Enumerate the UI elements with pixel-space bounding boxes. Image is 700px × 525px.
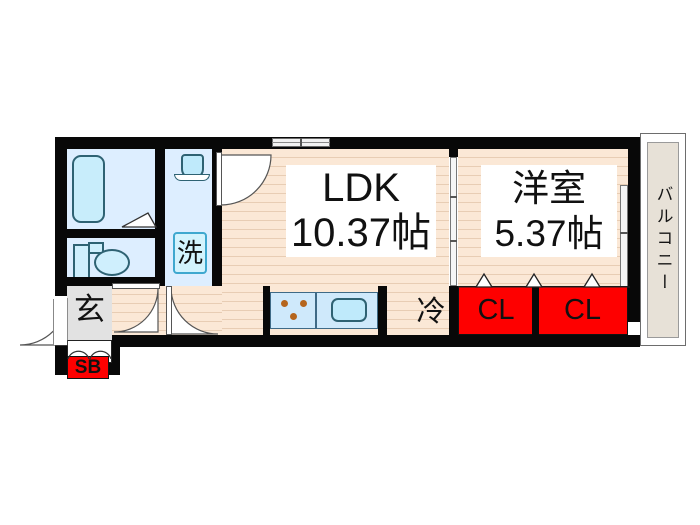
vanity-counter xyxy=(174,174,210,181)
refrigerator-label: 冷 xyxy=(416,295,446,328)
outer-wall-top xyxy=(55,137,640,149)
outer-wall-bottom xyxy=(120,335,640,347)
stove-burner-1 xyxy=(281,300,288,307)
wall-bath-washroom xyxy=(155,149,165,286)
toilet-door-leaf xyxy=(112,283,160,289)
wall-ldk-bedroom-top xyxy=(449,149,458,157)
ldk-size: 10.37帖 xyxy=(290,211,432,255)
kitchen-wall-right xyxy=(378,286,387,335)
bedroom-name-plate: 洋室 5.37帖 xyxy=(481,165,617,257)
bedroom-sliding-door-panel-line-1 xyxy=(450,196,457,198)
balcony-floor xyxy=(647,142,679,338)
wall-bath-toilet xyxy=(67,229,155,238)
ldk-north-window-mullion xyxy=(300,138,302,147)
wall-ldk-bedroom-bottom xyxy=(449,286,458,335)
stove-burner-2 xyxy=(300,300,307,307)
kitchen-counter-divider xyxy=(315,292,317,329)
washing-machine-label: 洗 xyxy=(176,238,203,268)
toilet-door[interactable] xyxy=(112,286,160,334)
washroom-door-leaf xyxy=(216,152,222,206)
bedroom-name: 洋室 xyxy=(512,167,586,209)
ldk-door-leaf xyxy=(166,286,172,335)
balcony-label: バルコニー xyxy=(647,150,679,330)
entrance-door-leaf xyxy=(55,296,67,299)
kitchen-wall-left xyxy=(263,286,270,335)
closet-left-label: CL xyxy=(477,294,515,326)
washing-machine: 洗 xyxy=(173,232,207,274)
wall-corridor-top xyxy=(67,277,165,286)
balcony-window-rail-1 xyxy=(620,232,628,234)
bathroom-folding-door[interactable] xyxy=(120,203,158,231)
ldk-name-plate: LDK 10.37帖 xyxy=(286,165,436,257)
toilet-bowl xyxy=(94,249,130,276)
bathtub xyxy=(72,155,105,223)
shoe-box-label: SB xyxy=(74,357,102,378)
balcony-label-text: バルコニー xyxy=(653,185,673,295)
shoe-box-open-symbol xyxy=(67,350,112,359)
closet-folding-marks xyxy=(458,272,630,288)
closet-left: CL xyxy=(458,286,534,335)
outer-wall-right xyxy=(628,137,640,322)
closet-right: CL xyxy=(537,286,628,335)
entrance-label: 玄 xyxy=(74,291,105,327)
closet-right-label: CL xyxy=(563,294,602,326)
bedroom-size: 5.37帖 xyxy=(494,212,604,254)
ldk-door[interactable] xyxy=(168,286,220,336)
outer-wall-left xyxy=(55,137,67,347)
wall-between-closets xyxy=(532,286,539,335)
bedroom-sliding-door[interactable] xyxy=(450,157,457,286)
wall-washroom-right xyxy=(212,149,222,286)
stove-burner-3 xyxy=(290,313,297,320)
ldk-name: LDK xyxy=(322,166,400,210)
entrance-threshold xyxy=(53,299,67,345)
kitchen-sink xyxy=(331,298,367,322)
washroom-door[interactable] xyxy=(218,152,274,208)
bedroom-sliding-door-panel-line-2 xyxy=(450,240,457,242)
shoe-box: SB xyxy=(67,356,109,379)
